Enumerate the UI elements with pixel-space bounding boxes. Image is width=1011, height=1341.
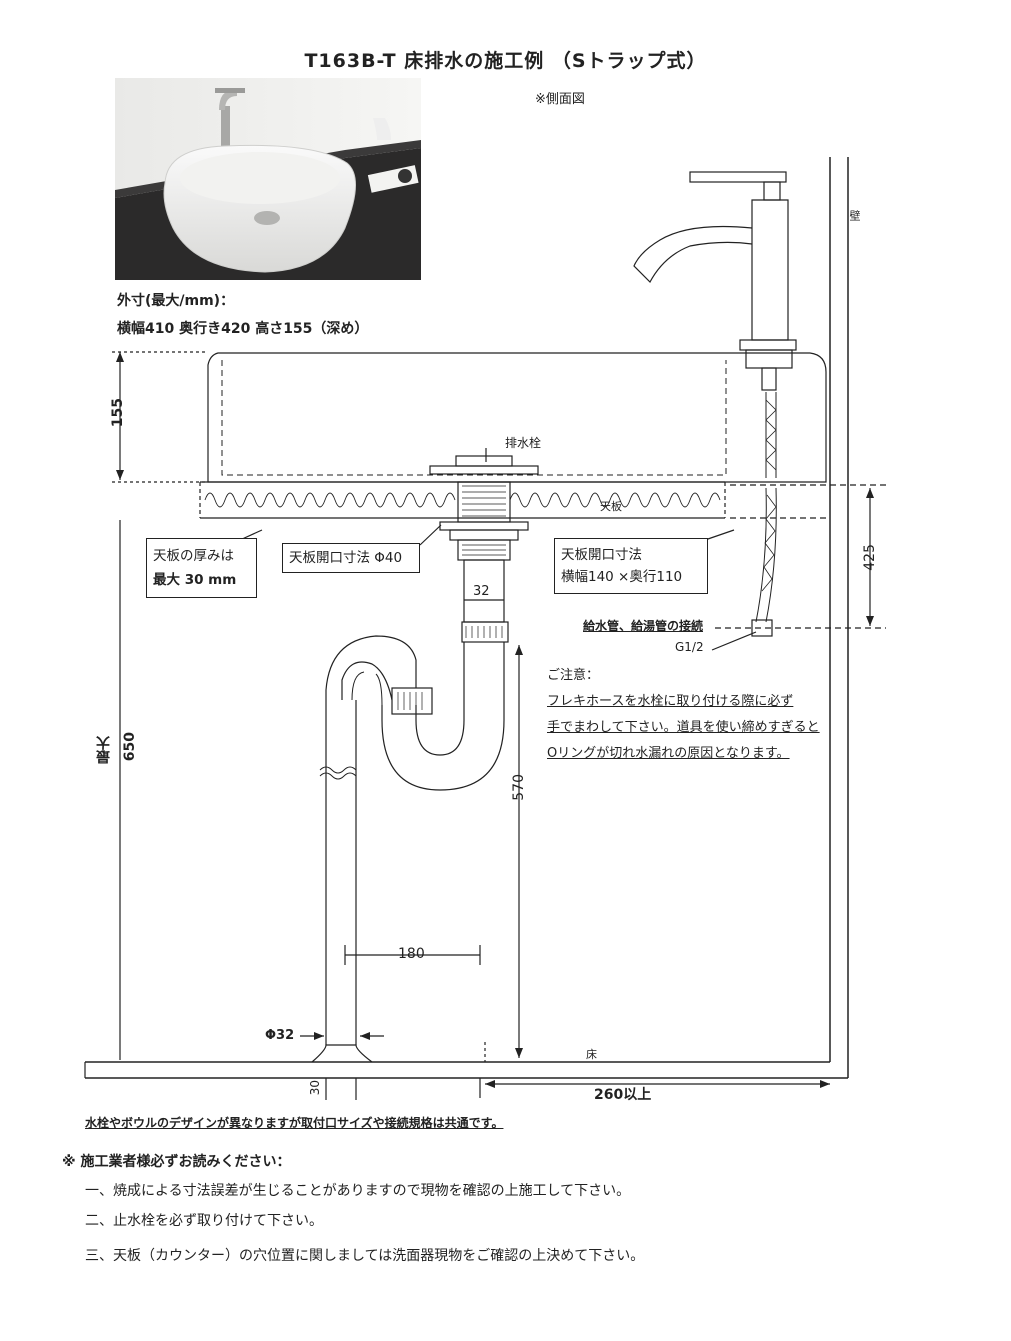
counter-hole-callout: 天板開口寸法 Φ40	[282, 543, 420, 573]
counter-opening-callout: 天板開口寸法 横幅140 ×奥行110	[554, 538, 708, 594]
thread-label: G1/2	[675, 640, 704, 654]
floor-gap-dimension: 30	[308, 1080, 322, 1096]
spec-values: 横幅410 奥行き420 高さ155（深め）	[117, 321, 369, 337]
notice-title: ※ 施工業者様必ずお読みください：	[62, 1154, 291, 1170]
page-title: T163B-T 床排水の施工例 （Sトラップ式）	[304, 50, 707, 72]
common-spec-note: 水栓やボウルのデザインが異なりますが取付口サイズや接続規格は共通です。	[85, 1116, 504, 1130]
side-view-note: ※側面図	[535, 92, 585, 107]
drain-plug-label: 排水栓	[505, 436, 542, 450]
trap-height-dimension: 570	[511, 774, 527, 801]
wall-label: 壁	[848, 210, 861, 221]
counter-opening-line1: 天板開口寸法	[561, 547, 642, 563]
bowl-height-dimension: 155	[110, 398, 126, 428]
product-photo	[115, 78, 421, 280]
caution-title: ご注意：	[547, 668, 600, 683]
tail-pipe-dimension: 32	[473, 584, 490, 599]
caution-line3: Oリングが切れ水漏れの原因となります。	[547, 746, 790, 761]
supply-connection-label: 給水管、給湯管の接続	[583, 619, 704, 633]
trap-offset-dimension: 180	[398, 946, 425, 962]
max-height-dimension: 650	[122, 732, 138, 762]
notice-item-3: 三、天板（カウンター）の穴位置に関しましては洗面器現物をご確認の上決めて下さい。	[85, 1248, 645, 1264]
floor-label: 床	[586, 1048, 597, 1061]
caution-line1: フレキホースを水栓に取り付ける際に必ず	[547, 694, 794, 709]
notice-item-2: 二、止水栓を必ず取り付けて下さい。	[85, 1213, 323, 1229]
max-label: 最大	[96, 736, 112, 764]
notice-item-1: 一、焼成による寸法誤差が生じることがありますので現物を確認の上施工して下さい。	[85, 1183, 631, 1199]
supply-height-dimension: 425	[862, 544, 878, 571]
counter-thickness-callout: 天板の厚みは 最大 30 mm	[146, 538, 257, 598]
counter-opening-line2: 横幅140 ×奥行110	[561, 569, 683, 585]
pipe-diameter-dimension: Φ32	[265, 1028, 295, 1043]
counter-thickness-line2: 最大 30 mm	[153, 572, 237, 588]
counter-thickness-line1: 天板の厚みは	[153, 548, 234, 564]
spec-label: 外寸(最大/mm)：	[117, 293, 235, 309]
wall-distance-dimension: 260以上	[594, 1087, 652, 1103]
counter-label: 天板	[600, 500, 622, 513]
caution-line2: 手でまわして下さい。道具を使い締めすぎると	[547, 720, 820, 735]
